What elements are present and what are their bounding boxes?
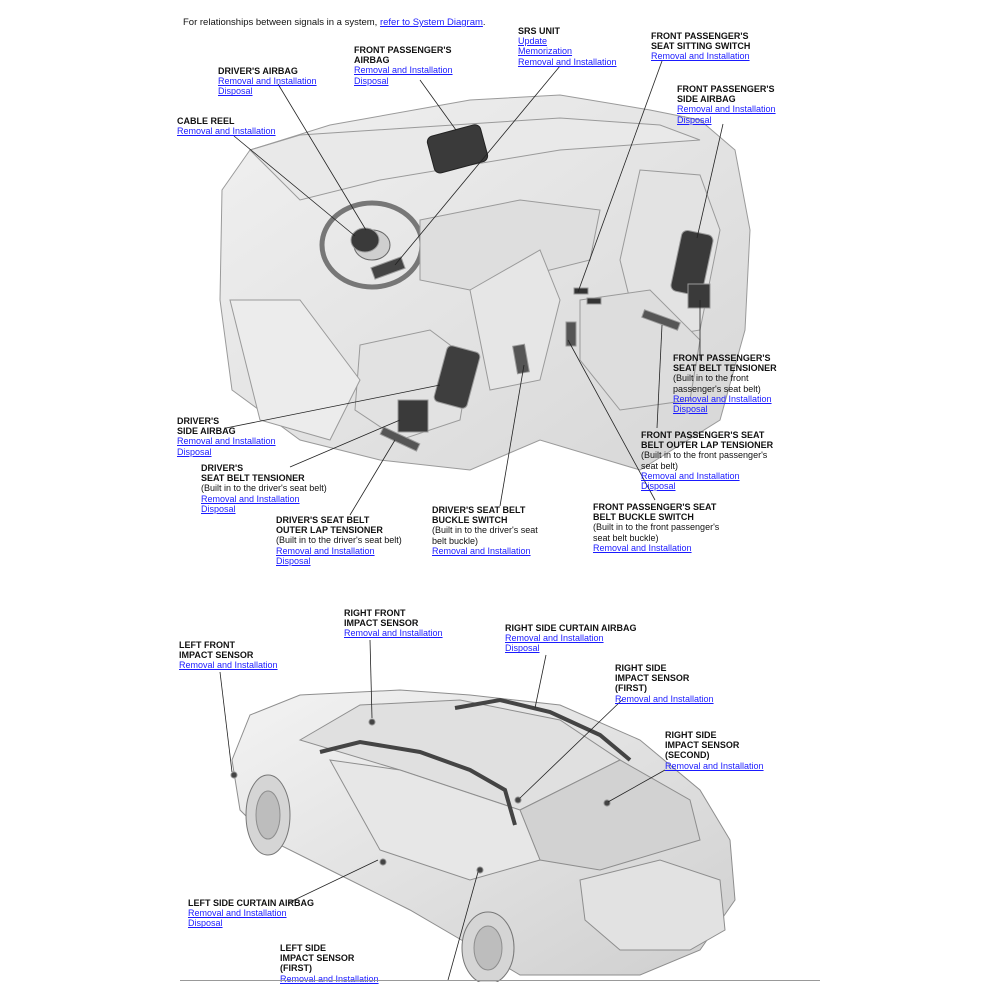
callout-title: FRONT PASSENGER'S SEAT BELT TENSIONER bbox=[673, 353, 777, 374]
removal-and-installation-link[interactable]: Removal and Installation bbox=[344, 628, 443, 639]
callout-title: CABLE REEL bbox=[177, 116, 235, 126]
disposal-link[interactable]: Disposal bbox=[354, 75, 389, 86]
removal-and-installation-link[interactable]: Removal and Installation bbox=[665, 760, 764, 771]
callout-title: DRIVER'S SEAT BELT OUTER LAP TENSIONER bbox=[276, 515, 383, 536]
callout-right-side-impact-sensor-first: RIGHT SIDE IMPACT SENSOR (FIRST) Removal… bbox=[615, 663, 714, 704]
callout-note: (Built in to the driver's seat belt buck… bbox=[432, 525, 538, 546]
vehicle-interior-illustration bbox=[219, 94, 751, 471]
intro-line: For relationships between signals in a s… bbox=[183, 17, 486, 28]
memorization-link[interactable]: Memorization bbox=[518, 46, 573, 57]
removal-and-installation-link[interactable]: Removal and Installation bbox=[179, 660, 278, 671]
intro-text: For relationships between signals in a s… bbox=[183, 17, 380, 28]
removal-and-installation-link[interactable]: Removal and Installation bbox=[505, 633, 604, 644]
system-diagram-link[interactable]: refer to System Diagram bbox=[379, 17, 483, 28]
callout-front-passengers-seat-belt-buckle-switch: FRONT PASSENGER'S SEAT BELT BUCKLE SWITC… bbox=[593, 502, 719, 553]
callout-title: FRONT PASSENGER'S SEAT BELT OUTER LAP TE… bbox=[641, 430, 774, 451]
callout-title: DRIVER'S AIRBAG bbox=[218, 66, 298, 76]
disposal-link[interactable]: Disposal bbox=[673, 404, 708, 415]
disposal-link[interactable]: Disposal bbox=[177, 446, 212, 457]
callout-left-side-impact-sensor-first: LEFT SIDE IMPACT SENSOR (FIRST) Removal … bbox=[280, 943, 379, 984]
vehicle-exterior-illustration bbox=[230, 689, 736, 982]
removal-and-installation-link[interactable]: Removal and Installation bbox=[188, 908, 287, 919]
removal-and-installation-link[interactable]: Removal and Installation bbox=[641, 470, 740, 481]
removal-and-installation-link[interactable]: Removal and Installation bbox=[615, 693, 714, 704]
callout-drivers-airbag: DRIVER'S AIRBAG Removal and Installation… bbox=[218, 66, 317, 97]
callout-title: FRONT PASSENGER'S AIRBAG bbox=[354, 45, 452, 66]
removal-and-installation-link[interactable]: Removal and Installation bbox=[593, 542, 692, 553]
removal-and-installation-link[interactable]: Removal and Installation bbox=[177, 126, 276, 137]
callout-right-front-impact-sensor: RIGHT FRONT IMPACT SENSOR Removal and In… bbox=[344, 608, 443, 639]
removal-and-installation-link[interactable]: Removal and Installation bbox=[354, 65, 453, 76]
exterior-leader-lines bbox=[219, 639, 666, 981]
disposal-link[interactable]: Disposal bbox=[276, 555, 311, 566]
callout-drivers-seat-belt-tensioner: DRIVER'S SEAT BELT TENSIONER (Built in t… bbox=[201, 463, 327, 514]
callout-title: RIGHT SIDE CURTAIN AIRBAG bbox=[505, 623, 637, 633]
removal-and-installation-link[interactable]: Removal and Installation bbox=[518, 56, 617, 67]
callout-title: FRONT PASSENGER'S SEAT SITTING SWITCH bbox=[651, 31, 751, 52]
callout-title: LEFT SIDE IMPACT SENSOR (FIRST) bbox=[280, 943, 355, 974]
disposal-link[interactable]: Disposal bbox=[641, 481, 676, 492]
callout-note: (Built in to the front passenger's seat … bbox=[593, 522, 720, 543]
callout-title: LEFT SIDE CURTAIN AIRBAG bbox=[188, 898, 314, 908]
removal-and-installation-link[interactable]: Removal and Installation bbox=[201, 493, 300, 504]
callout-title: RIGHT SIDE IMPACT SENSOR (SECOND) bbox=[665, 730, 740, 761]
removal-and-installation-link[interactable]: Removal and Installation bbox=[280, 973, 379, 984]
callout-front-passengers-airbag: FRONT PASSENGER'S AIRBAG Removal and Ins… bbox=[354, 45, 453, 86]
disposal-link[interactable]: Disposal bbox=[188, 918, 223, 929]
callout-title: DRIVER'S SIDE AIRBAG bbox=[177, 416, 236, 437]
callout-title: DRIVER'S SEAT BELT BUCKLE SWITCH bbox=[432, 505, 526, 526]
callout-front-passengers-seat-sitting-switch: FRONT PASSENGER'S SEAT SITTING SWITCH Re… bbox=[651, 31, 750, 62]
callout-front-passengers-seat-belt-tensioner: FRONT PASSENGER'S SEAT BELT TENSIONER (B… bbox=[673, 353, 777, 414]
removal-and-installation-link[interactable]: Removal and Installation bbox=[677, 104, 776, 115]
callout-note: (Built in to the driver's seat belt) bbox=[201, 483, 327, 494]
callout-title: FRONT PASSENGER'S SIDE AIRBAG bbox=[677, 84, 775, 105]
disposal-link[interactable]: Disposal bbox=[677, 114, 712, 125]
callout-right-side-impact-sensor-second: RIGHT SIDE IMPACT SENSOR (SECOND) Remova… bbox=[665, 730, 764, 771]
removal-and-installation-link[interactable]: Removal and Installation bbox=[276, 545, 375, 556]
update-link[interactable]: Update bbox=[518, 36, 548, 47]
callout-cable-reel: CABLE REEL Removal and Installation bbox=[177, 116, 276, 136]
callout-srs-unit: SRS UNIT Update Memorization Removal and… bbox=[518, 26, 617, 67]
callout-drivers-seat-belt-buckle-switch: DRIVER'S SEAT BELT BUCKLE SWITCH (Built … bbox=[432, 505, 538, 556]
callout-drivers-side-airbag: DRIVER'S SIDE AIRBAG Removal and Install… bbox=[177, 416, 276, 457]
removal-and-installation-link[interactable]: Removal and Installation bbox=[177, 436, 276, 447]
callout-title: RIGHT FRONT IMPACT SENSOR bbox=[344, 608, 419, 629]
removal-and-installation-link[interactable]: Removal and Installation bbox=[673, 393, 772, 404]
disposal-link[interactable]: Disposal bbox=[218, 86, 253, 97]
callout-title: DRIVER'S SEAT BELT TENSIONER bbox=[201, 463, 305, 484]
callout-left-front-impact-sensor: LEFT FRONT IMPACT SENSOR Removal and Ins… bbox=[179, 640, 278, 671]
callout-right-side-curtain-airbag: RIGHT SIDE CURTAIN AIRBAG Removal and In… bbox=[505, 623, 637, 654]
callout-title: LEFT FRONT IMPACT SENSOR bbox=[179, 640, 254, 661]
callout-title: RIGHT SIDE IMPACT SENSOR (FIRST) bbox=[615, 663, 690, 694]
callout-title: SRS UNIT bbox=[518, 26, 561, 36]
page-divider bbox=[180, 980, 820, 981]
callout-left-side-curtain-airbag: LEFT SIDE CURTAIN AIRBAG Removal and Ins… bbox=[188, 898, 314, 929]
callout-note: (Built in to the front passenger's seat … bbox=[641, 450, 768, 471]
callout-drivers-seat-belt-outer-lap-tensioner: DRIVER'S SEAT BELT OUTER LAP TENSIONER (… bbox=[276, 515, 402, 566]
interior-leader-lines bbox=[225, 60, 724, 516]
removal-and-installation-link[interactable]: Removal and Installation bbox=[651, 51, 750, 62]
callout-front-passengers-seat-belt-outer-lap-tensioner: FRONT PASSENGER'S SEAT BELT OUTER LAP TE… bbox=[641, 430, 773, 491]
intro-suffix: . bbox=[482, 17, 486, 28]
removal-and-installation-link[interactable]: Removal and Installation bbox=[432, 545, 531, 556]
disposal-link[interactable]: Disposal bbox=[505, 643, 540, 654]
callout-note: (Built in to the front passenger's seat … bbox=[673, 373, 761, 394]
callout-title: FRONT PASSENGER'S SEAT BELT BUCKLE SWITC… bbox=[593, 502, 717, 523]
removal-and-installation-link[interactable]: Removal and Installation bbox=[218, 76, 317, 87]
callout-note: (Built in to the driver's seat belt) bbox=[276, 535, 402, 546]
disposal-link[interactable]: Disposal bbox=[201, 503, 236, 514]
callout-front-passengers-side-airbag: FRONT PASSENGER'S SIDE AIRBAG Removal an… bbox=[677, 84, 776, 125]
